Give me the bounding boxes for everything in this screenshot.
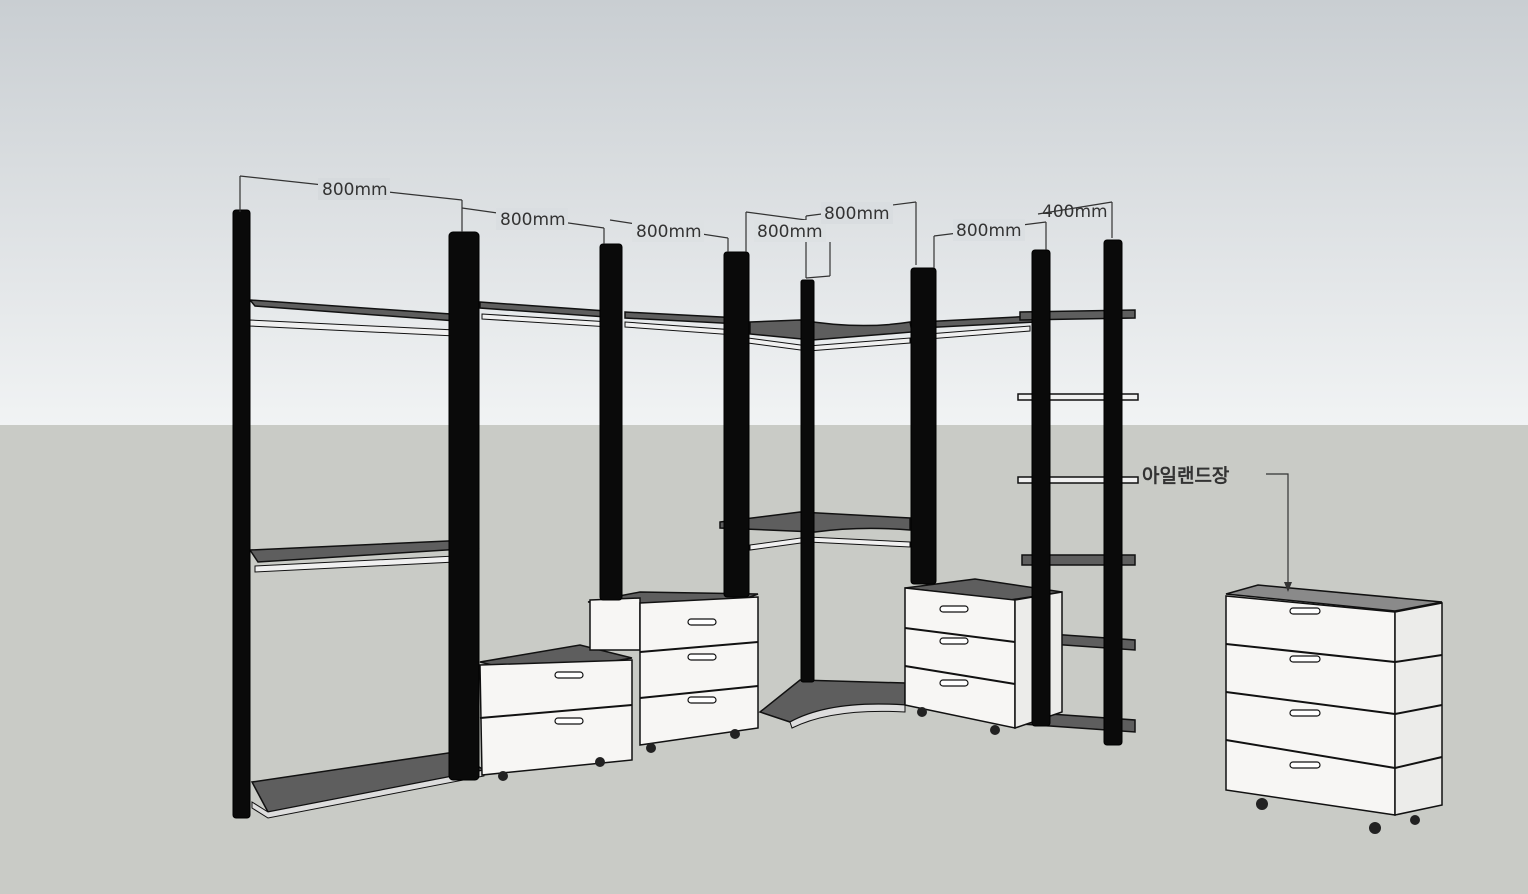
drawer-unit-3-drawer-a [587, 591, 759, 753]
island-label-leader [1266, 473, 1289, 590]
post-4 [723, 251, 750, 598]
post-6 [910, 267, 937, 585]
top-shelf-section-1 [248, 299, 472, 337]
island-cabinet-label: 아일랜드장 [1142, 465, 1230, 487]
dimension-label-2: 800mm [500, 210, 566, 230]
island-cabinet [1225, 584, 1443, 834]
dimension-label-1: 800mm [322, 180, 388, 200]
dimension-label-5: 800mm [824, 204, 890, 224]
dimension-label-4: 800mm [757, 222, 823, 242]
post-2 [448, 231, 480, 781]
drawer-unit-2-drawer [479, 644, 633, 781]
post-1 [232, 209, 251, 819]
dim-label-bg-3 [632, 220, 704, 242]
post-7 [1031, 249, 1051, 727]
sky-background [0, 0, 1528, 425]
posts [232, 209, 1123, 819]
dimension-label-6: 800mm [956, 221, 1022, 241]
dim-label-bg-5 [821, 202, 893, 224]
leader-arrowhead [1284, 582, 1292, 592]
middle-shelf-corner [719, 511, 911, 551]
dimension-label-7: 400mm [1042, 202, 1108, 222]
post-3 [599, 243, 623, 601]
dim-label-bg-6 [953, 219, 1025, 241]
dim-label-bg-4 [754, 220, 826, 242]
post-8 [1103, 239, 1123, 746]
dimension-label-3: 800mm [636, 222, 702, 242]
dim-label-bg-1 [318, 178, 390, 200]
dim-label-bg-2 [496, 208, 568, 230]
post-5 [800, 279, 815, 683]
